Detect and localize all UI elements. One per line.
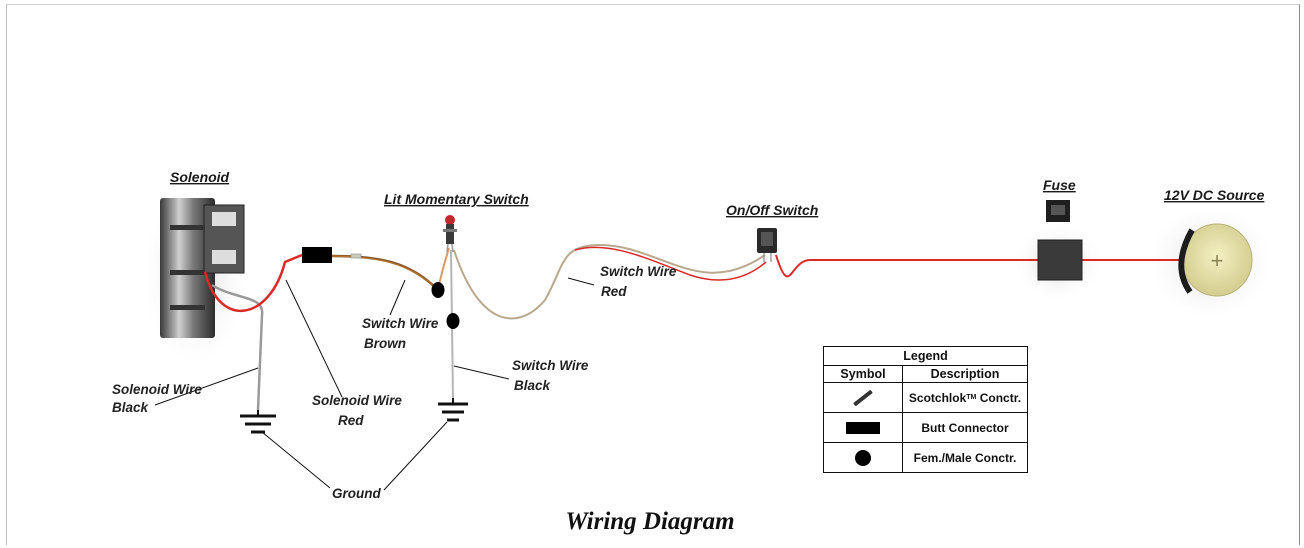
diagram-frame	[6, 4, 1300, 545]
switch-wire-brown-label-line2: Brown	[364, 336, 406, 351]
solenoid-wire-red	[203, 253, 303, 312]
on-off-switch	[757, 228, 777, 262]
butt-connector-symbol	[846, 421, 880, 434]
legend-title: Legend	[824, 347, 1027, 366]
legend-desc-scotchlok-suffix: Conctr.	[976, 390, 1022, 405]
on-off-switch-label: On/Off Switch	[726, 202, 818, 218]
fem-male-symbol	[855, 449, 871, 466]
solenoid-label: Solenoid	[170, 169, 230, 185]
fuse	[1037, 200, 1083, 281]
legend-desc-fem-male: Fem./Male Conctr.	[913, 450, 1017, 465]
switch-wire-black-label-line2: Black	[514, 378, 552, 393]
legend-header-row: Symbol Description	[824, 366, 1027, 383]
switch-wire-black-label-line1: Switch Wire	[512, 358, 589, 373]
fem-male-connector-black	[446, 313, 460, 329]
leader-switch-black	[453, 365, 510, 380]
legend-desc-scotchlok-tm: TM	[966, 394, 977, 401]
switch-wire-red-label-line2: Red	[601, 284, 627, 299]
fem-male-connector-brown	[431, 282, 445, 298]
main-wire-red	[775, 254, 1038, 278]
switch-wire-tan	[453, 243, 766, 320]
legend-desc-butt: Butt Connector	[921, 420, 1009, 435]
fuse-label: Fuse	[1043, 177, 1076, 193]
leader-switch-brown	[389, 279, 406, 316]
leader-ground-left	[261, 431, 331, 489]
scotchlok-symbol	[853, 389, 873, 406]
legend-desc-scotchlok: Scotchlok	[908, 390, 967, 405]
switch-wire-red	[574, 246, 767, 281]
switch-wire-red-label-line1: Switch Wire	[600, 264, 677, 279]
switch-wire-brown-label-line1: Switch Wire	[362, 316, 439, 331]
legend-row-fem-male: Fem./Male Conctr.	[824, 443, 1027, 472]
leader-solenoid-black	[154, 367, 259, 406]
lit-momentary-switch-label: Lit Momentary Switch	[384, 191, 529, 207]
dc-source: +	[1178, 223, 1253, 297]
leader-solenoid-red	[285, 279, 343, 398]
solenoid-wire-black-label-line1: Solenoid Wire	[112, 382, 202, 397]
solenoid-wire-red-label-line2: Red	[338, 413, 364, 428]
legend-row-butt: Butt Connector	[824, 413, 1027, 443]
butt-connector	[302, 247, 332, 263]
source-plus-symbol: +	[1211, 248, 1224, 273]
solenoid-wire-black-label-line2: Black	[112, 400, 150, 415]
diagram-caption: Wiring Diagram	[565, 508, 735, 535]
leader-ground-right	[383, 421, 448, 491]
scotchlok-connector	[350, 253, 362, 259]
ground-symbol-right	[438, 398, 468, 422]
source-terminal-edge	[1178, 228, 1195, 294]
solenoid-wire-black	[211, 283, 264, 411]
solenoid-wire-red-label-line1: Solenoid Wire	[312, 393, 402, 408]
leader-switch-red	[567, 277, 595, 286]
dc-source-label: 12V DC Source	[1164, 187, 1265, 203]
legend-col-symbol: Symbol	[824, 366, 903, 382]
ground-symbol-left	[240, 410, 276, 434]
legend-col-description: Description	[930, 367, 1000, 381]
ground-label: Ground	[332, 486, 381, 501]
lit-momentary-switch	[443, 215, 457, 253]
solenoid	[160, 198, 245, 338]
